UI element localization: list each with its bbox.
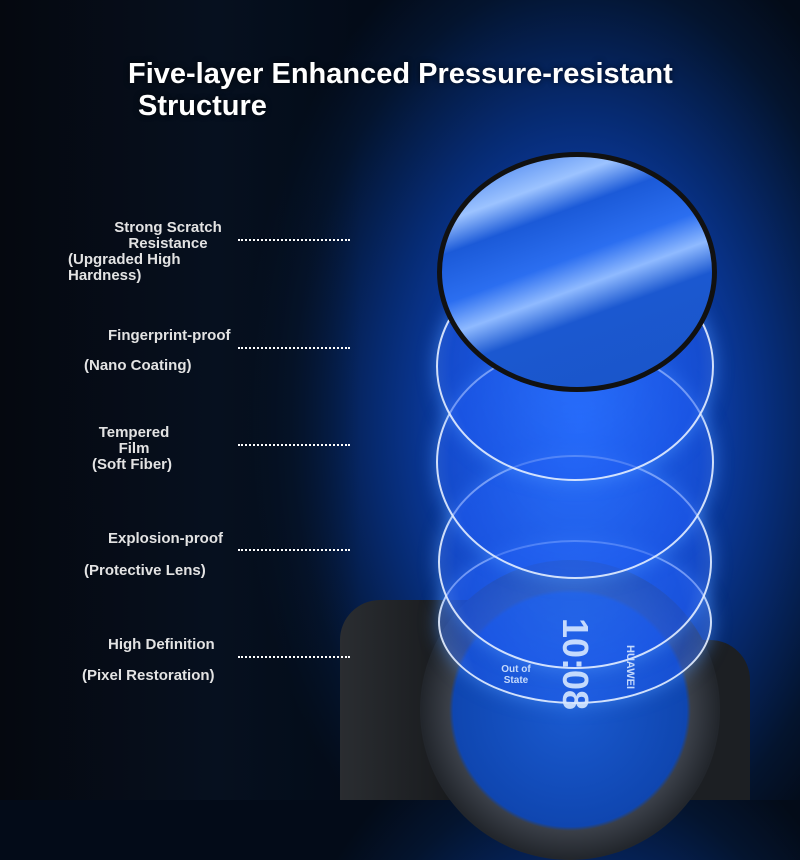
layer-3-detail: (Soft Fiber): [92, 456, 172, 473]
layer-5-label: High Definition (Pixel Restoration): [82, 637, 215, 684]
layer-1-detail: (Upgraded High Hardness): [68, 251, 181, 284]
layer-4-label: Explosion-proof (Protective Lens): [84, 531, 223, 579]
layer-4-detail: (Protective Lens): [84, 562, 206, 579]
watch-brand: HUAWEI: [624, 645, 636, 689]
layer-1-label: Strong Scratch Resistance (Upgraded High…: [68, 220, 248, 284]
layer-5-name: High Definition: [108, 636, 215, 653]
layer-2-leader: [238, 347, 350, 351]
layer-4-name: Explosion-proof: [108, 530, 223, 547]
headline-line2: Structure: [138, 90, 267, 122]
background-shade: [0, 0, 360, 800]
layer-4-leader: [238, 549, 350, 553]
layer-2-name: Fingerprint-proof: [108, 327, 231, 344]
layer-3-name: Tempered Film: [98, 424, 170, 457]
watch-status: Out of State: [501, 664, 531, 686]
layer-1-leader: [238, 239, 350, 243]
layer-1-name: Strong Scratch Resistance: [114, 219, 222, 252]
headline: Five-layer Enhanced Pressure-resistant: [128, 58, 673, 90]
layer-5-leader: [238, 656, 350, 660]
layer-ring-1-glass: [437, 152, 717, 392]
layer-3-leader: [238, 444, 350, 448]
layer-2-label: Fingerprint-proof (Nano Coating): [84, 328, 230, 374]
layer-2-detail: (Nano Coating): [84, 357, 192, 374]
layer-3-label: Tempered Film (Soft Fiber): [82, 425, 182, 473]
watch-time: 10:08: [555, 618, 596, 711]
layer-5-detail: (Pixel Restoration): [82, 667, 215, 684]
